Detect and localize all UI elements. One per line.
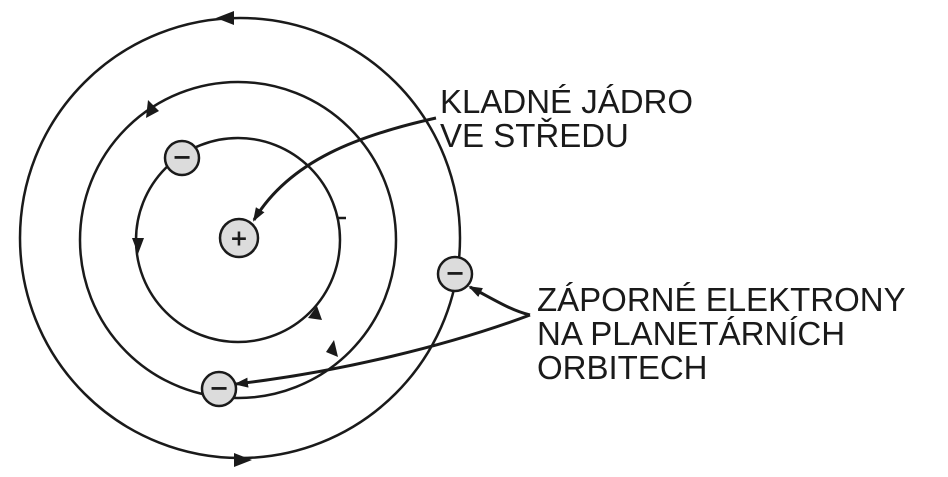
nucleus-label: KLADNÉ JÁDRO VE STŘEDU <box>440 85 693 153</box>
electron-charge-symbol: − <box>445 259 465 287</box>
electrons-label-line-1: ZÁPORNÉ ELEKTRONY <box>537 281 906 318</box>
middle-orbit-right-arrow <box>326 340 338 357</box>
electron-inner-orbit: − <box>163 139 201 177</box>
nucleus-label-line-2: VE STŘEDU <box>440 117 629 154</box>
inner-orbit-left-arrow <box>132 238 144 254</box>
nucleus-pointer-arrow <box>252 116 437 222</box>
electron-charge-symbol: − <box>172 143 192 171</box>
electron-pointer-arrow-lower <box>234 313 531 388</box>
middle-orbit-left-arrow <box>146 100 159 118</box>
nucleus-label-line-1: KLADNÉ JÁDRO <box>440 83 694 120</box>
nucleus: + <box>218 217 260 259</box>
outer-orbit-bottom-arrow <box>234 453 252 467</box>
inner-orbit-bottom-arrow <box>308 306 322 320</box>
electron-charge-symbol: − <box>209 374 229 402</box>
electrons-label: ZÁPORNÉ ELEKTRONY NA PLANETÁRNÍCH ORBITE… <box>537 283 906 385</box>
electron-outer-orbit: − <box>436 255 474 293</box>
electrons-label-line-2: NA PLANETÁRNÍCH <box>537 315 846 352</box>
electron-pointer-arrow-upper <box>468 285 531 317</box>
middle-orbit <box>78 80 398 400</box>
electron-bottom: − <box>200 370 238 408</box>
electrons-label-line-3: ORBITECH <box>537 349 708 386</box>
outer-orbit-top-arrow <box>216 11 234 25</box>
nucleus-charge-symbol: + <box>230 227 248 252</box>
